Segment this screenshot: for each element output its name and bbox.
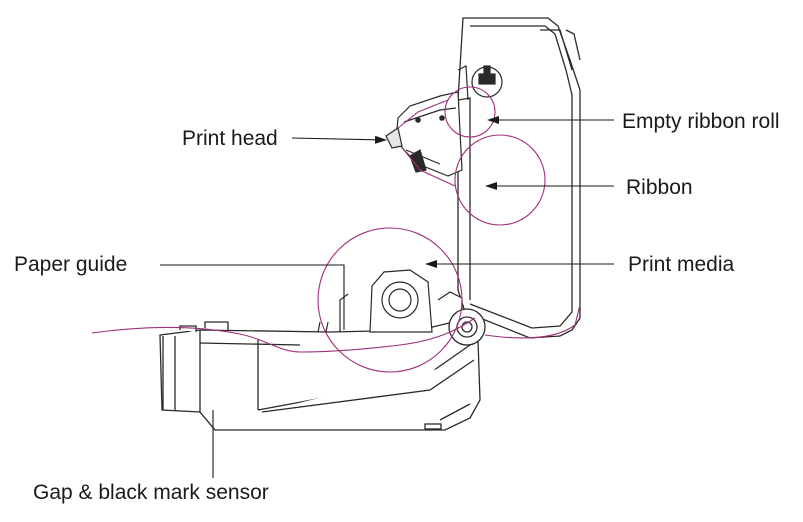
ribbon-label: Ribbon xyxy=(626,176,693,199)
ribbon-rolls xyxy=(397,86,546,226)
print-media-label: Print media xyxy=(628,253,735,276)
paper-guide-label: Paper guide xyxy=(14,253,128,276)
media-holder xyxy=(317,269,463,333)
print-media-roll-circle xyxy=(317,227,463,373)
printer-base xyxy=(159,317,481,431)
print-head-leader xyxy=(291,135,387,144)
print-media-path xyxy=(91,227,581,373)
leader-lines xyxy=(160,116,614,478)
paper-guide-leader xyxy=(160,264,345,330)
ribbon-spindle xyxy=(457,65,503,101)
print-head-label: Print head xyxy=(182,127,278,150)
print-head-assembly xyxy=(385,91,463,177)
ribbon-roll-circle xyxy=(454,134,546,226)
empty-ribbon-roll-label: Empty ribbon roll xyxy=(622,110,780,133)
gap-sensor-label: Gap & black mark sensor xyxy=(33,481,269,504)
empty-ribbon-roll-circle xyxy=(444,86,496,138)
hinge-knob xyxy=(448,308,486,346)
printer-lid xyxy=(457,17,581,339)
